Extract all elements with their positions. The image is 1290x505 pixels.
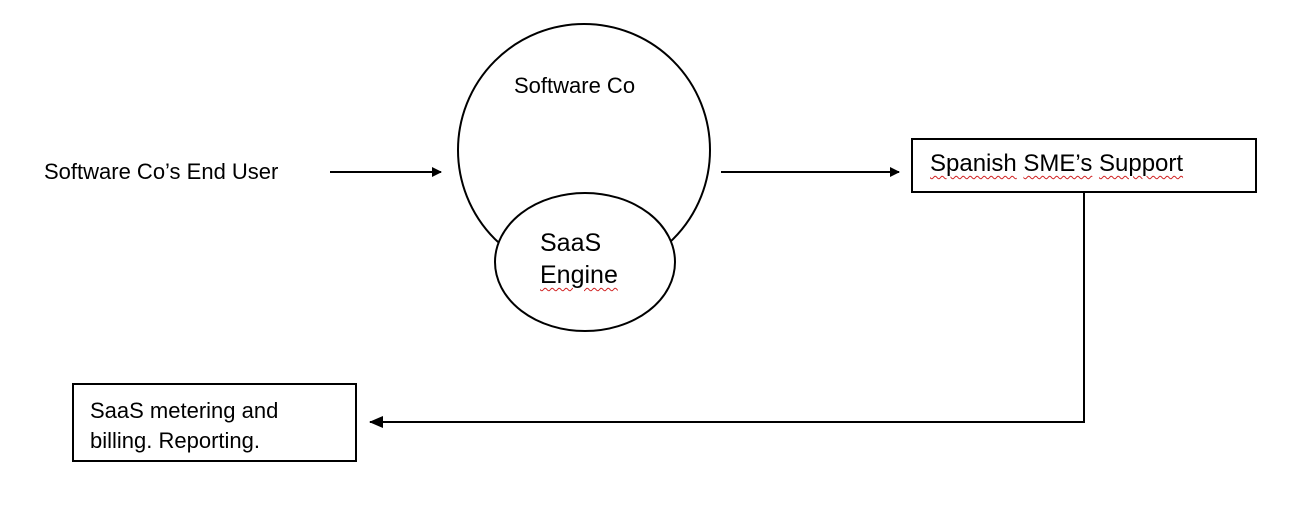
billing-line2: billing. Reporting. xyxy=(90,428,260,453)
spanish-support-box xyxy=(911,138,1257,193)
software-co-label: Software Co xyxy=(514,73,636,98)
spanish-support-word1: Spanish xyxy=(930,150,1017,177)
spanish-support-word3: Support xyxy=(1098,150,1184,177)
saas-engine-label: SaaS Engine xyxy=(540,227,650,291)
saas-engine-line2: Engine xyxy=(540,261,618,289)
billing-label: SaaS metering and billing. Reporting. xyxy=(90,396,340,456)
connector-support-to-billing xyxy=(369,192,1085,428)
end-user-label: Software Co’s End User xyxy=(44,159,279,184)
spanish-support-word2: SME’s xyxy=(1023,150,1093,177)
spanish-support-label: Spanish SME’s Support xyxy=(930,150,1183,178)
saas-engine-line1: SaaS xyxy=(540,229,602,257)
billing-box xyxy=(72,383,357,462)
billing-line1: SaaS metering and xyxy=(90,398,279,423)
saas-engine-ellipse xyxy=(494,192,676,332)
